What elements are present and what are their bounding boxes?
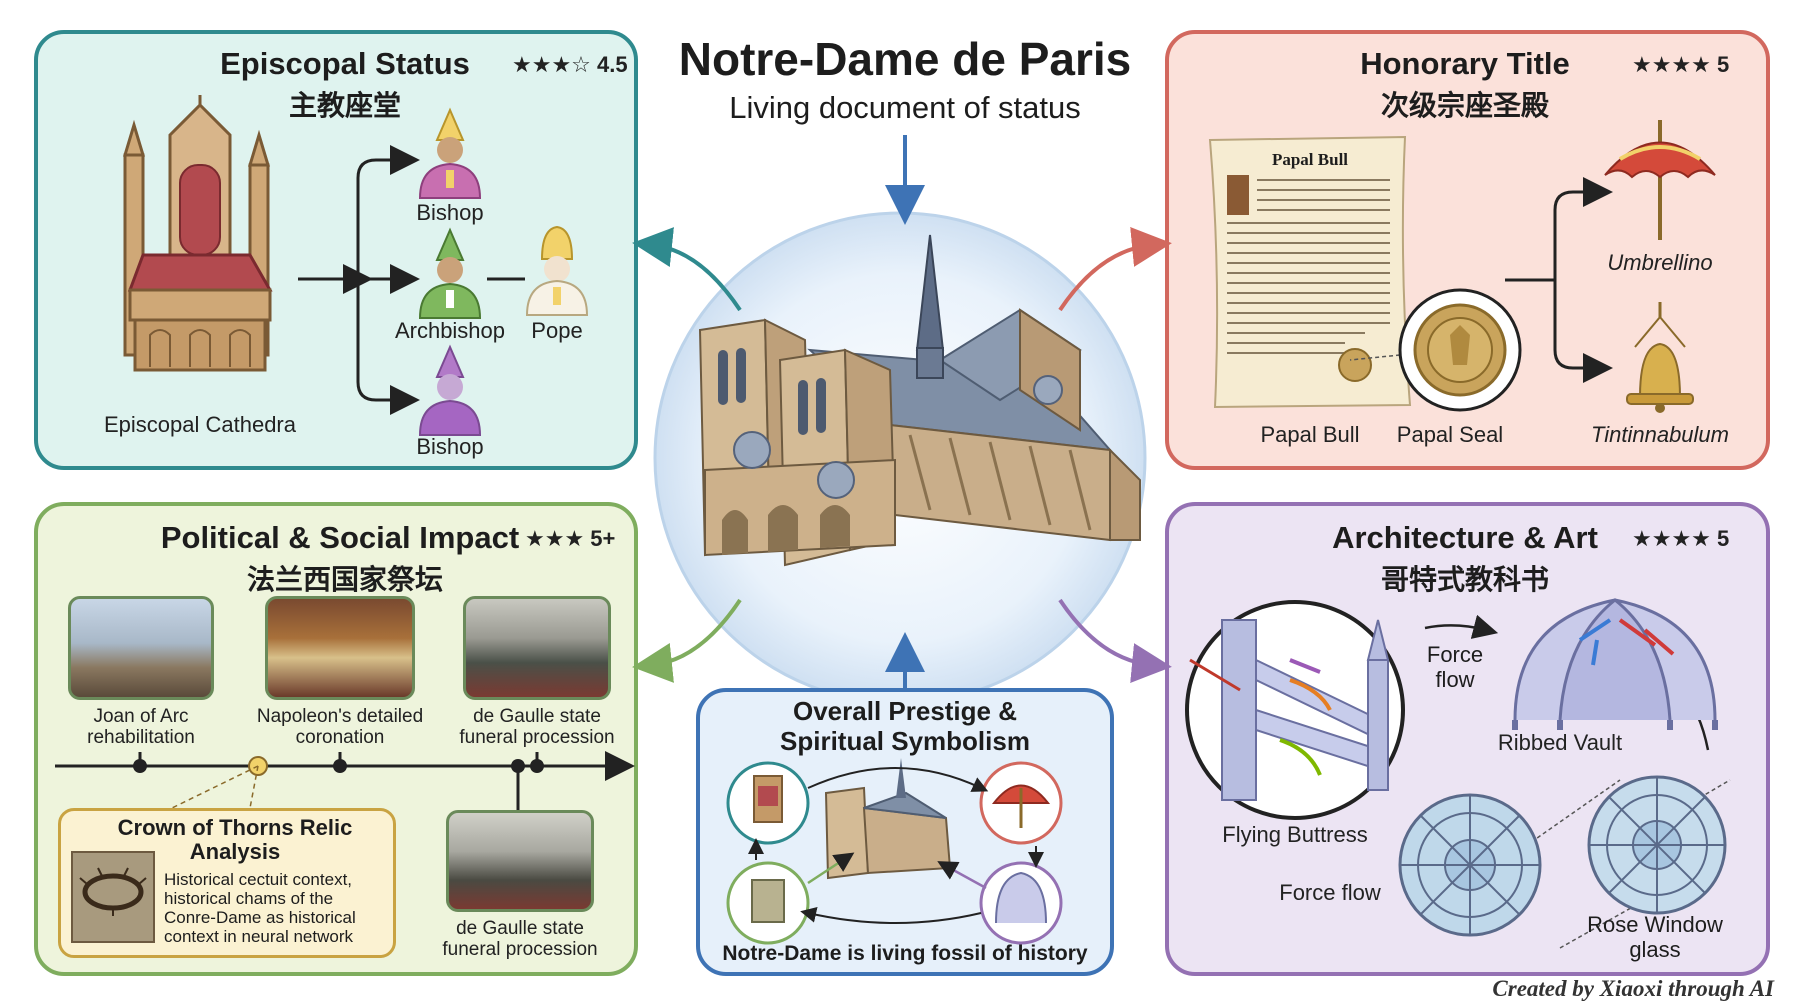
bishop-top-icon bbox=[418, 107, 482, 199]
episcopal-rating-value: 4.5 bbox=[597, 52, 628, 77]
tintinnabulum-bell-icon bbox=[1626, 302, 1694, 413]
umbrellino-label: Umbrellino bbox=[1607, 250, 1713, 275]
pope-label: Pope bbox=[531, 318, 583, 343]
papal-seal-icon bbox=[1349, 288, 1522, 412]
honorary-connectors bbox=[1505, 177, 1613, 383]
honorary-title-cn: 次级宗座圣殿 bbox=[1380, 90, 1549, 121]
star-rating-icon: ★★★ bbox=[525, 526, 585, 551]
bishop-bottom-icon bbox=[418, 344, 482, 436]
architecture-rating-value: 5 bbox=[1717, 526, 1730, 551]
honorary-title: Honorary Title bbox=[1360, 46, 1570, 81]
rose-window-label: Rose Window glass bbox=[1587, 912, 1723, 962]
degaulle-funeral-bottom-image bbox=[446, 810, 594, 912]
center-cathedral-illustration bbox=[653, 211, 1147, 705]
ribbed-vault-icon bbox=[1512, 598, 1718, 730]
joan-of-arc-image bbox=[68, 596, 214, 700]
star-rating-icon: ★★★★ bbox=[1632, 52, 1711, 77]
political-rating-value: 5+ bbox=[590, 526, 616, 551]
architecture-title-cn: 哥特式教科书 bbox=[1380, 564, 1549, 595]
honorary-rating-value: 5 bbox=[1717, 52, 1730, 77]
papal-seal-label: Papal Seal bbox=[1396, 422, 1504, 447]
political-title: Political & Social Impact bbox=[160, 520, 520, 555]
archbishop-icon bbox=[418, 227, 482, 319]
political-title-cn: 法兰西国家祭坛 bbox=[246, 564, 443, 595]
hierarchy-connectors bbox=[298, 145, 525, 415]
crown-of-thorns-icon bbox=[71, 851, 155, 943]
episcopal-rating: ★★★☆ 4.5 bbox=[512, 52, 628, 78]
papal-bull-heading: Papal Bull bbox=[1271, 150, 1349, 169]
prestige-caption: Notre-Dame is living fossil of history bbox=[722, 942, 1088, 965]
flying-buttress-label: Flying Buttress bbox=[1222, 822, 1368, 847]
napoleon-coronation-image bbox=[265, 596, 415, 700]
force-flow-mid-label: Force flow bbox=[1279, 880, 1381, 905]
timeline bbox=[55, 751, 635, 810]
flying-buttress-detail-icon bbox=[1185, 600, 1405, 820]
prestige-cycle-diagram bbox=[726, 758, 1063, 945]
political-rating: ★★★ 5+ bbox=[525, 526, 615, 552]
degaulle-funeral-top-label: de Gaulle state funeral procession bbox=[459, 706, 615, 748]
rose-window-left-icon bbox=[1398, 793, 1542, 937]
degaulle-funeral-top-image bbox=[463, 596, 611, 700]
main-title: Notre-Dame de Paris bbox=[678, 33, 1132, 85]
prestige-title: Overall Prestige & Spiritual Symbolism bbox=[780, 696, 1030, 756]
credit-text: Created by Xiaoxi through AI bbox=[1492, 976, 1774, 1001]
star-rating-icon: ★★★☆ bbox=[512, 52, 591, 77]
napoleon-coronation-label: Napoleon's detailed coronation bbox=[256, 706, 424, 748]
episcopal-title: Episcopal Status bbox=[220, 46, 470, 81]
ribbed-vault-label: Ribbed Vault bbox=[1497, 730, 1623, 755]
pope-icon bbox=[525, 225, 589, 316]
bishop-bottom-label: Bishop bbox=[416, 434, 484, 459]
crown-of-thorns-title: Crown of Thorns Relic Analysis bbox=[117, 815, 353, 864]
bishop-top-label: Bishop bbox=[416, 200, 484, 225]
papal-bull-label: Papal Bull bbox=[1260, 422, 1360, 447]
architecture-title: Architecture & Art bbox=[1332, 520, 1598, 555]
crown-of-thorns-text: Historical cectuit context, historical c… bbox=[164, 870, 356, 946]
star-rating-icon: ★★★★ bbox=[1632, 526, 1711, 551]
episcopal-cathedra-label: Episcopal Cathedra bbox=[103, 412, 296, 437]
architecture-rating: ★★★★ 5 bbox=[1632, 526, 1729, 552]
papal-bull-document-icon bbox=[1208, 135, 1412, 409]
tintinnabulum-label: Tintinnabulum bbox=[1591, 422, 1729, 447]
honorary-rating: ★★★★ 5 bbox=[1632, 52, 1729, 78]
umbrellino-icon bbox=[1604, 120, 1716, 240]
main-subtitle: Living document of status bbox=[729, 90, 1081, 125]
degaulle-funeral-bottom-label: de Gaulle state funeral procession bbox=[442, 918, 598, 960]
rose-window-right-icon bbox=[1587, 775, 1727, 915]
archbishop-label: Archbishop bbox=[394, 318, 506, 343]
force-flow-top-label: Force flow bbox=[1426, 642, 1484, 692]
episcopal-cathedra-throne-icon bbox=[122, 95, 273, 372]
joan-of-arc-label: Joan of Arc rehabilitation bbox=[87, 706, 195, 748]
episcopal-title-cn: 主教座堂 bbox=[288, 90, 401, 121]
